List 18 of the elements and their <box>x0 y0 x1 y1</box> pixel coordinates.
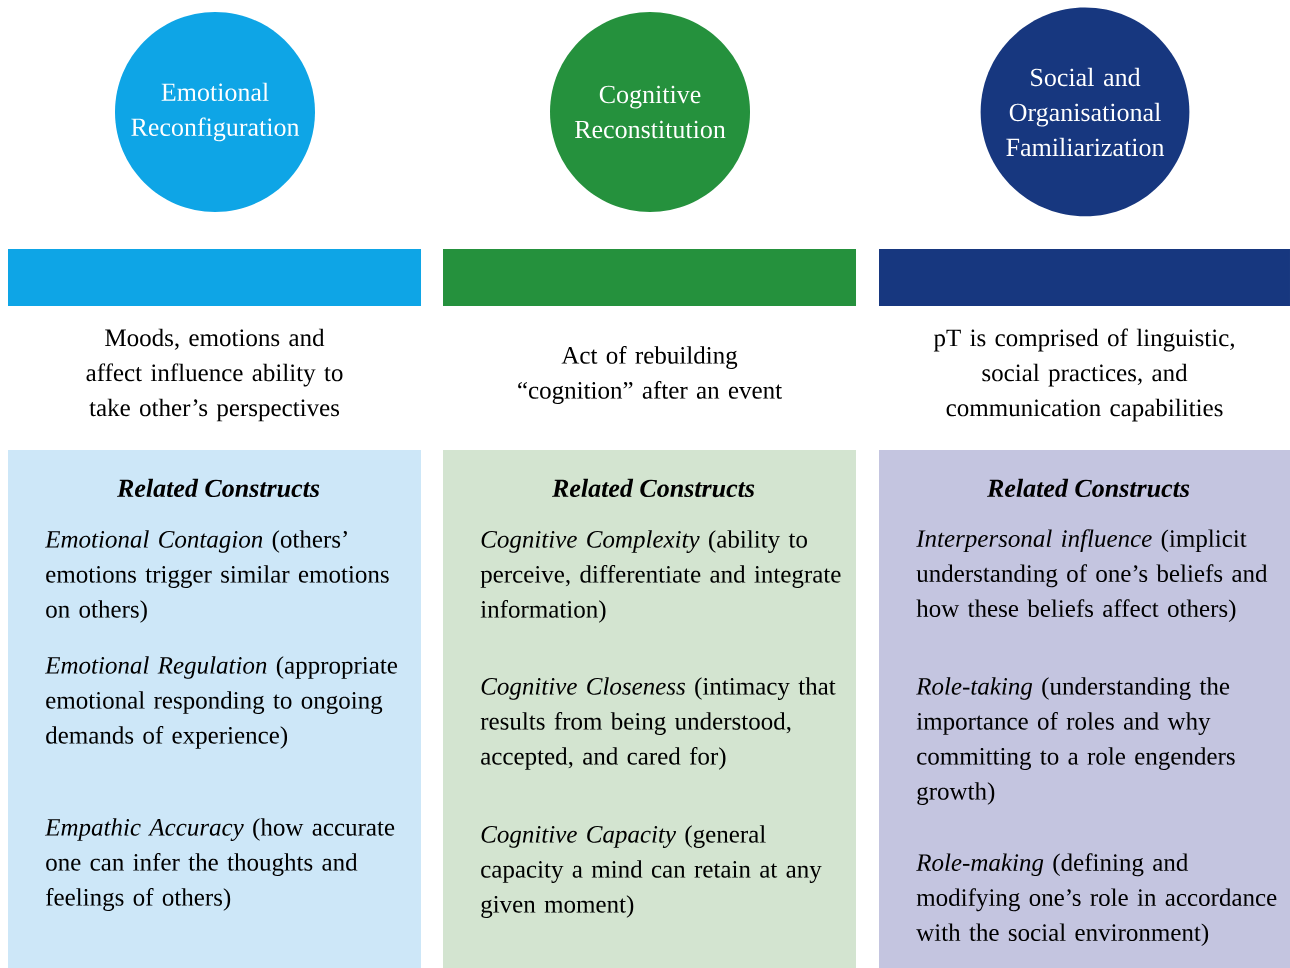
panel-heading: Related Constructs <box>117 478 320 498</box>
construct-description: Interpersonal influence (implicit understanding of one’s beliefs and how these beliefs affect others) <box>916 529 1268 623</box>
construct-description: Empathic Accuracy (how accurate one can infer the thoughts and feelings of others) <box>44 818 395 911</box>
construct-description: Cognitive Complexity (ability to perceive, differentiate and integrate information) <box>480 530 841 623</box>
panel-heading: Related Constructs <box>552 478 755 498</box>
construct-description: Cognitive Closeness (intimacy that results from being understood, accepted, and cared for) <box>480 677 836 770</box>
construct-description: Role-taking (understanding the importance of roles and why committing to a role engenders growth) <box>916 677 1235 805</box>
description-text: pT is comprised of linguistic, social practices, and communication capabilities <box>933 328 1234 422</box>
description-text: Moods, emotions and affect influence ability to take other’s perspectives <box>86 328 343 422</box>
color-bar <box>8 249 421 306</box>
construct-description: Emotional Regulation (appropriate emotional responding to ongoing demands of experience) <box>44 656 398 749</box>
color-bar <box>879 249 1290 306</box>
construct-description: Role-making (defining and modifying one’s role in accordance with the social environment) <box>916 853 1277 947</box>
construct-description: Emotional Contagion (others’ emotions trigger similar emotions on others) <box>44 530 389 623</box>
panel-heading: Related Constructs <box>987 478 1190 498</box>
color-bar <box>443 249 856 306</box>
description-text: Act of rebuilding “cognition” after an event <box>518 346 782 404</box>
construct-description: Cognitive Capacity (general capacity a mind can retain at any given moment) <box>481 825 822 918</box>
